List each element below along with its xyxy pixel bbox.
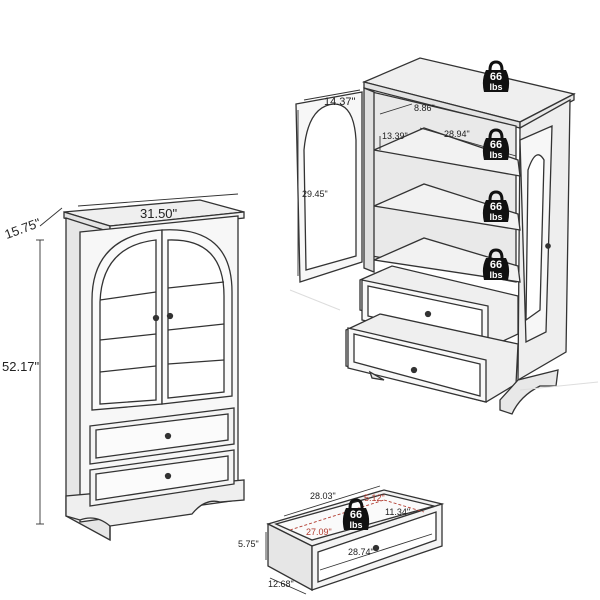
door-height-label: 29.45" xyxy=(302,189,328,199)
kettlebell-icon xyxy=(482,248,510,280)
drawer-inner-depth-label: 11.34" xyxy=(385,507,411,517)
left-cabinet-drawing xyxy=(63,199,245,542)
kettlebell-icon xyxy=(482,128,510,160)
drawer-outer-width-label: 28.03" xyxy=(310,491,336,501)
weight-badge-unit: lbs xyxy=(489,150,503,160)
weight-badge-drawer: 66 lbs xyxy=(340,498,372,532)
drawer-height-label: 5.75" xyxy=(238,539,259,549)
door-width-label: 14.37" xyxy=(324,96,356,108)
weight-badge-value: 66 xyxy=(489,259,503,271)
drawer-dimension-lines xyxy=(265,485,433,595)
weight-badge-shelf-2: 66 lbs xyxy=(480,190,512,224)
weight-badge-unit: lbs xyxy=(489,82,503,92)
shelf-depth-label: 8.86" xyxy=(414,103,435,113)
weight-badge-value: 66 xyxy=(489,201,503,213)
drawer-front-width-label: 28.74" xyxy=(348,547,374,557)
drawer-depth-label: 12.68" xyxy=(268,579,294,589)
left-dimension-lines xyxy=(36,193,239,525)
weight-badge-value: 66 xyxy=(489,71,503,83)
shelf-width-label: 28.94" xyxy=(444,129,470,139)
weight-badge-unit: lbs xyxy=(489,270,503,280)
shelf-gap-label: 13.39" xyxy=(382,131,408,141)
weight-badge-top: 66 lbs xyxy=(480,60,512,94)
right-cabinet-drawing xyxy=(295,57,576,415)
left-width-label: 31.50" xyxy=(140,206,178,221)
weight-badge-unit: lbs xyxy=(349,520,363,530)
weight-badge-shelf-1: 66 lbs xyxy=(480,128,512,162)
weight-badge-value: 66 xyxy=(349,509,363,521)
kettlebell-icon xyxy=(482,190,510,222)
drawer-corner-label: 5.12" xyxy=(364,493,385,503)
weight-badge-unit: lbs xyxy=(489,212,503,222)
weight-badge-shelf-3: 66 lbs xyxy=(480,248,512,282)
weight-badge-value: 66 xyxy=(489,139,503,151)
kettlebell-icon xyxy=(482,60,510,92)
drawer-inner-width-label: 27.09" xyxy=(306,527,332,537)
kettlebell-icon xyxy=(342,498,370,530)
left-height-label: 52.17" xyxy=(2,359,40,374)
